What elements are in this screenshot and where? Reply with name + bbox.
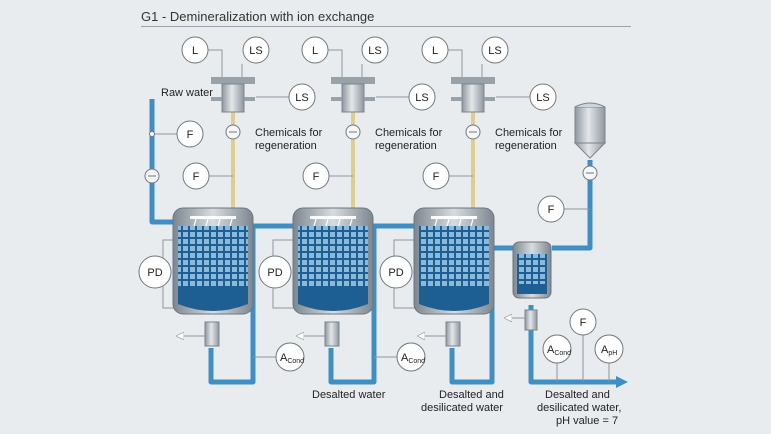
pressure-diff-tag-2: PD (267, 267, 282, 279)
analysis-tag-cond-1: A (280, 352, 288, 364)
svg-text:ACond: ACond (547, 344, 571, 357)
chemicals-label-1a: Chemicals for (255, 127, 323, 139)
raw-water-inlet-pipe (149, 99, 183, 225)
chemical-tank-3 (451, 77, 495, 140)
final-label-c: pH value = 7 (556, 415, 618, 427)
level-tag-1: L (192, 45, 198, 57)
level-switch-tag-3b: LS (536, 92, 549, 104)
flow-tag-silo: F (548, 204, 555, 216)
outlet-pipe-3 (449, 245, 515, 385)
analysis-sub-cond-1: Cond (287, 358, 304, 365)
level-switch-tag-3a: LS (488, 45, 501, 57)
svg-text:ApH: ApH (601, 344, 617, 357)
chemicals-label-2a: Chemicals for (375, 127, 443, 139)
desilicated-label-b: desilicated water (421, 402, 503, 414)
flow-tag-final: F (580, 317, 587, 329)
water-pipes (149, 99, 618, 385)
chemicals-label-3a: Chemicals for (495, 127, 563, 139)
ion-exchanger-vessel-1 (172, 207, 254, 347)
outlet-pipe-2 (328, 223, 416, 385)
svg-text:ACond: ACond (280, 352, 304, 365)
svg-text:ACond: ACond (401, 352, 425, 365)
analysis-tag-ph: A (601, 344, 609, 356)
final-label-a: Desalted and (545, 389, 610, 401)
pressure-diff-tag-1: PD (147, 267, 162, 279)
analysis-tag-cond-2: A (401, 352, 409, 364)
outlet-pipe-1 (208, 223, 294, 385)
flow-tag-chem-3: F (433, 171, 440, 183)
chemical-tank-2 (331, 77, 375, 140)
pressure-diff-tag-3: PD (388, 267, 403, 279)
chemical-tank-feed-pipe (552, 160, 593, 251)
analysis-tag-cond-3: A (547, 344, 555, 356)
dosing-silo (573, 102, 607, 181)
instrument-bubbles (138, 36, 624, 372)
analysis-sub-ph: pH (608, 350, 617, 357)
level-switch-tag-1b: LS (295, 92, 308, 104)
chemicals-label-1b: regeneration (255, 140, 317, 152)
final-outlet-arrow (616, 376, 628, 388)
chemicals-label-2b: regeneration (375, 140, 437, 152)
title-divider (141, 26, 631, 27)
level-tag-2: L (312, 45, 318, 57)
desilicated-label-a: Desalted and (439, 389, 504, 401)
flow-tag-inlet: F (187, 129, 194, 141)
chemical-tank-1 (211, 77, 255, 140)
ion-exchanger-vessel-3 (413, 207, 495, 347)
level-tag-3: L (432, 45, 438, 57)
final-outlet-pipe (528, 305, 618, 385)
diagram-title: G1 - Demineralization with ion exchange (141, 9, 375, 24)
final-buffer-vessel (508, 241, 552, 331)
level-switch-tag-1a: LS (249, 45, 262, 57)
flow-tag-chem-2: F (313, 171, 320, 183)
ion-exchanger-vessel-2 (292, 207, 374, 347)
desalted-water-label: Desalted water (312, 389, 386, 401)
level-switch-tag-2b: LS (415, 92, 428, 104)
raw-water-label: Raw water (161, 87, 213, 99)
level-switch-tag-2a: LS (368, 45, 381, 57)
inlet-flow-sensor (144, 168, 160, 184)
chemicals-label-3b: regeneration (495, 140, 557, 152)
final-label-b: desilicated water, (537, 402, 621, 414)
flow-tag-chem-1: F (193, 171, 200, 183)
analysis-sub-cond-2: Cond (408, 358, 425, 365)
analysis-sub-cond-3: Cond (554, 350, 571, 357)
